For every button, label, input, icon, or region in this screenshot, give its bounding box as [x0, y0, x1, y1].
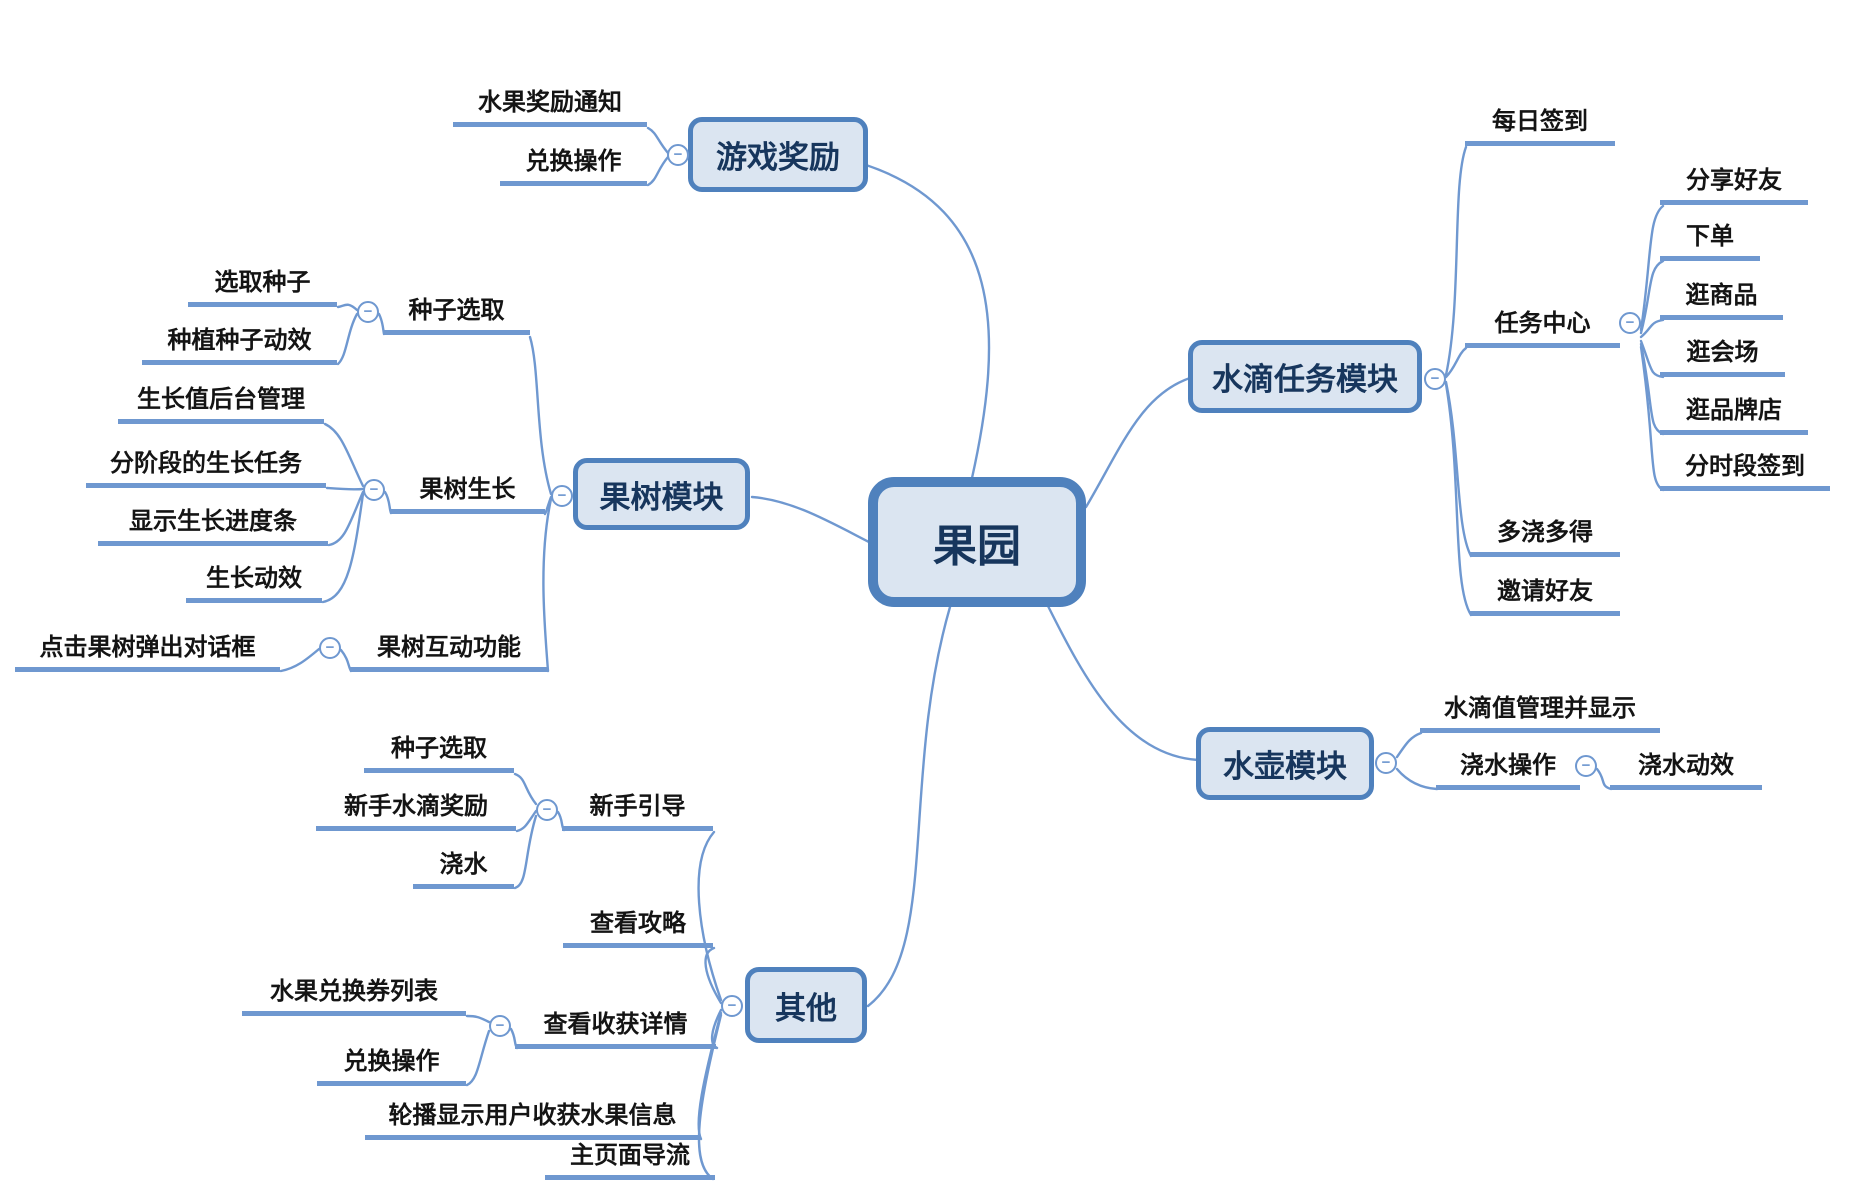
node-fruit-reward-notice[interactable]: 水果奖励通知 — [453, 89, 647, 127]
node-other[interactable]: 其他 — [745, 967, 867, 1043]
collapse-icon[interactable]: − — [357, 301, 379, 323]
collapse-icon[interactable]: − — [1619, 312, 1641, 334]
node-click-tree-dialog[interactable]: 点击果树弹出对话框 — [15, 634, 280, 672]
root-label: 果园 — [933, 522, 1021, 571]
minus-glyph: − — [369, 481, 379, 498]
collapse-icon[interactable]: − — [667, 144, 689, 166]
minus-glyph: − — [673, 146, 683, 163]
node-browse-venue[interactable]: 逛会场 — [1660, 339, 1785, 377]
collapse-icon[interactable]: − — [363, 479, 385, 501]
node-water-more-gain-more[interactable]: 多浇多得 — [1470, 519, 1620, 557]
node-fruit-coupon-list[interactable]: 水果兑换券列表 — [242, 978, 466, 1016]
node-daily-checkin[interactable]: 每日签到 — [1465, 108, 1615, 146]
node-tree-growth[interactable]: 果树生长 — [390, 476, 545, 514]
node-browse-brand-store[interactable]: 逛品牌店 — [1660, 397, 1808, 435]
minus-glyph: − — [363, 303, 373, 320]
minus-glyph: − — [542, 801, 552, 818]
node-orchard-root[interactable]: 果园 — [868, 477, 1086, 607]
minus-glyph: − — [495, 1017, 505, 1034]
collapse-icon[interactable]: − — [1424, 368, 1446, 390]
node-water-task-module[interactable]: 水滴任务模块 — [1188, 340, 1422, 413]
node-game-rewards[interactable]: 游戏奖励 — [688, 117, 868, 192]
node-seed-selection-newbie[interactable]: 种子选取 — [364, 735, 514, 773]
node-pick-seed[interactable]: 选取种子 — [188, 269, 337, 307]
node-tree-module[interactable]: 果树模块 — [573, 458, 750, 530]
node-newbie-water-reward[interactable]: 新手水滴奖励 — [316, 793, 516, 831]
minus-glyph: − — [1381, 754, 1391, 771]
collapse-icon[interactable]: − — [489, 1015, 511, 1037]
node-view-harvest-detail[interactable]: 查看收获详情 — [515, 1011, 716, 1049]
node-view-strategy[interactable]: 查看攻略 — [563, 910, 713, 948]
minus-glyph: − — [557, 487, 567, 504]
node-growth-value-backend[interactable]: 生长值后台管理 — [118, 386, 324, 424]
node-exchange-operation-2[interactable]: 兑换操作 — [317, 1048, 466, 1086]
node-watering-operation[interactable]: 浇水操作 — [1436, 752, 1580, 790]
node-tree-interaction[interactable]: 果树互动功能 — [350, 634, 548, 672]
collapse-icon[interactable]: − — [536, 799, 558, 821]
node-invite-friends[interactable]: 邀请好友 — [1470, 578, 1620, 616]
node-task-center[interactable]: 任务中心 — [1465, 310, 1620, 348]
node-growth-animation[interactable]: 生长动效 — [186, 565, 322, 603]
collapse-icon[interactable]: − — [551, 485, 573, 507]
node-water-value-display[interactable]: 水滴值管理并显示 — [1420, 695, 1660, 733]
node-timed-checkin[interactable]: 分时段签到 — [1660, 453, 1830, 491]
node-staged-growth-tasks[interactable]: 分阶段的生长任务 — [86, 450, 326, 488]
collapse-icon[interactable]: − — [1575, 755, 1597, 777]
node-newbie-guide[interactable]: 新手引导 — [562, 793, 713, 831]
minus-glyph: − — [325, 639, 335, 656]
node-growth-progress-bar[interactable]: 显示生长进度条 — [98, 508, 328, 546]
node-watering[interactable]: 浇水 — [413, 851, 514, 889]
node-share-friends[interactable]: 分享好友 — [1660, 167, 1808, 205]
node-main-page-flow[interactable]: 主页面导流 — [545, 1142, 715, 1180]
node-exchange-operation[interactable]: 兑换操作 — [500, 148, 647, 186]
collapse-icon[interactable]: − — [1375, 752, 1397, 774]
minus-glyph: − — [1625, 314, 1635, 331]
collapse-icon[interactable]: − — [319, 637, 341, 659]
node-harvest-carousel[interactable]: 轮播显示用户收获水果信息 — [365, 1102, 700, 1140]
branch-label: 水滴任务模块 — [1212, 362, 1398, 397]
branch-label: 果树模块 — [599, 479, 724, 515]
branch-label: 其他 — [775, 990, 837, 1026]
collapse-icon[interactable]: − — [721, 995, 743, 1017]
node-plant-seed-animation[interactable]: 种植种子动效 — [142, 327, 337, 365]
node-seed-selection[interactable]: 种子选取 — [383, 297, 530, 335]
minus-glyph: − — [727, 997, 737, 1014]
branch-label: 游戏奖励 — [716, 140, 840, 175]
node-place-order[interactable]: 下单 — [1660, 223, 1760, 261]
node-browse-products[interactable]: 逛商品 — [1660, 282, 1783, 320]
node-watering-animation[interactable]: 浇水动效 — [1610, 752, 1762, 790]
node-kettle-module[interactable]: 水壶模块 — [1196, 727, 1374, 800]
branch-label: 水壶模块 — [1223, 749, 1347, 784]
minus-glyph: − — [1430, 370, 1440, 387]
minus-glyph: − — [1581, 757, 1591, 774]
